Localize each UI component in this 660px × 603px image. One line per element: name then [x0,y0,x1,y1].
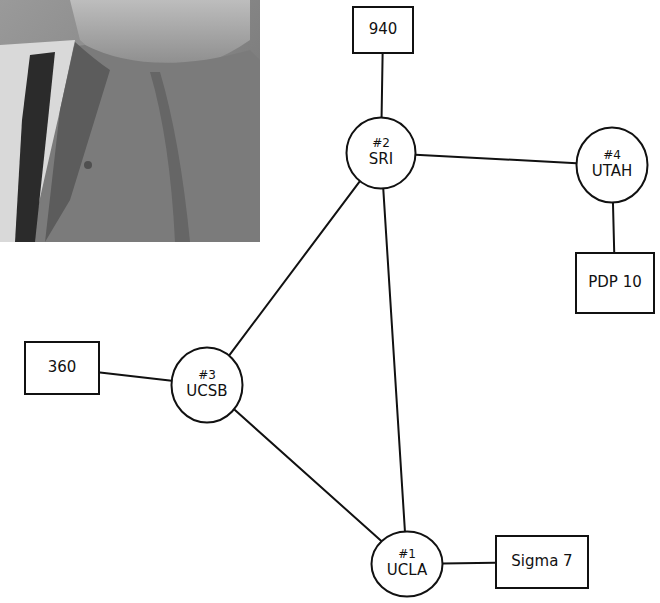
jacket [0,45,260,242]
site-circle: #2SRI [345,116,417,190]
node-number: #4 [603,149,621,163]
network-link [383,188,405,531]
node-label: PDP 10 [588,274,642,291]
node-number: #2 [372,137,390,151]
photo-ground [0,0,260,242]
circle-outline [372,532,443,597]
network-link [229,181,360,356]
computer-box: Sigma 7 [495,535,589,589]
computer-box: 360 [24,341,100,395]
node-label: 360 [48,359,77,376]
node-label: UTAH [592,163,633,180]
button [84,161,92,169]
site-circle: #1UCLA [370,530,444,598]
jacket-fold [150,72,190,242]
computer-box: PDP 10 [575,252,655,314]
network-link [613,202,614,252]
node-number: #1 [398,548,416,562]
node-label: UCLA [387,562,427,579]
site-circle: #3UCSB [170,346,244,424]
node-label: UCSB [186,383,227,400]
network-link [382,54,383,118]
portrait-photo [0,0,260,242]
computer-box: 940 [352,6,414,54]
circle-outline [172,348,243,423]
circle-outline [347,118,416,189]
circle-outline [577,128,648,203]
node-label: 940 [369,21,398,38]
node-label: Sigma 7 [511,553,572,570]
network-link [442,562,495,565]
node-label: SRI [369,151,393,168]
node-number: #3 [198,369,216,383]
network-link [234,409,382,541]
lapel [45,42,110,242]
network-link [415,155,576,163]
site-circle: #4UTAH [575,126,649,204]
network-link [100,372,172,380]
